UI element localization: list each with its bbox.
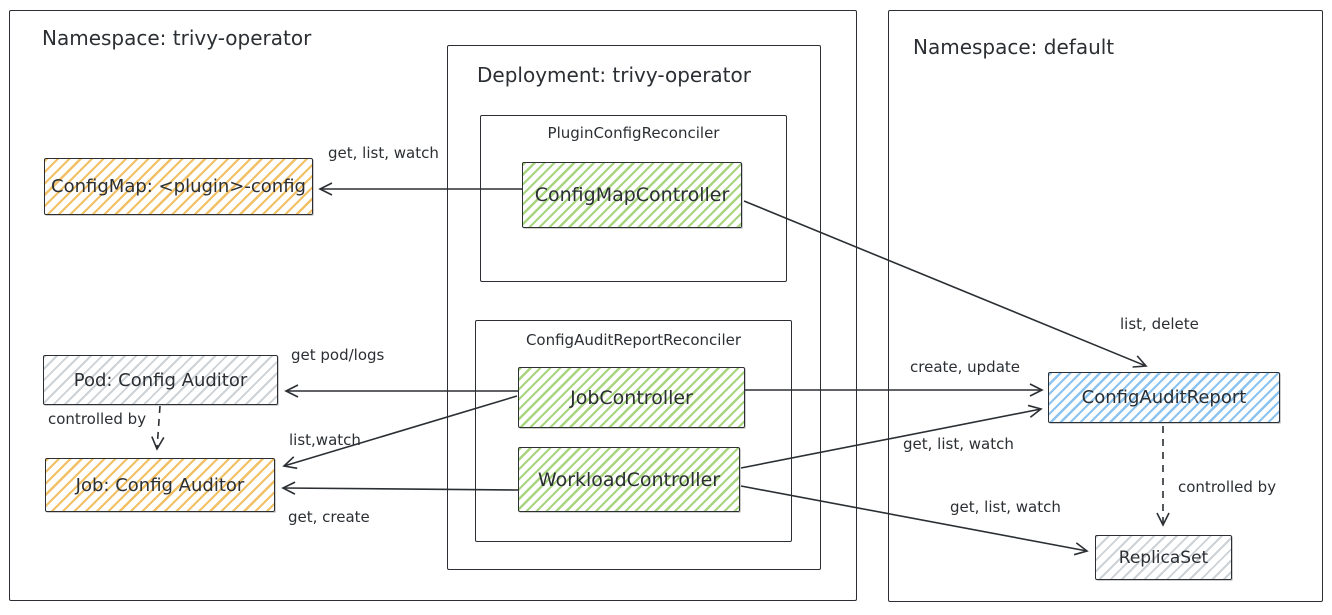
configmap-resource-box: ConfigMap: <plugin>-config — [44, 158, 313, 215]
workload-controller-box: WorkloadController — [518, 447, 740, 512]
edge-label-get-list-watch-rs: get, list, watch — [950, 498, 1061, 516]
configmap-controller-box: ConfigMapController — [522, 162, 742, 228]
edge-label-create-update: create, update — [910, 358, 1021, 376]
pod-resource-box: Pod: Config Auditor — [43, 355, 278, 405]
edge-label-get-list-watch-car: get, list, watch — [903, 435, 1014, 453]
edge-label-get-list-watch-configmap: get, list, watch — [328, 144, 439, 162]
edge-label-get-pod-logs: get pod/logs — [291, 346, 385, 364]
plugin-config-reconciler-frame — [480, 115, 787, 282]
edge-label-controlled-by-left: controlled by — [48, 410, 147, 428]
edge-label-list-watch: list,watch — [289, 431, 361, 449]
edge-label-list-delete: list, delete — [1120, 315, 1199, 333]
edge-label-get-create: get, create — [288, 508, 370, 526]
job-resource-box: Job: Config Auditor — [45, 458, 275, 512]
plugin-config-reconciler-title: PluginConfigReconciler — [547, 124, 720, 142]
edge-label-controlled-by-right: controlled by — [1178, 478, 1277, 496]
config-audit-report-reconciler-title: ConfigAuditReportReconciler — [525, 331, 742, 349]
namespace-default-title: Namespace: default — [913, 35, 1115, 59]
job-controller-box: JobController — [518, 367, 745, 428]
namespace-trivy-operator-title: Namespace: trivy-operator — [42, 26, 312, 50]
deployment-title: Deployment: trivy-operator — [477, 63, 751, 87]
replicaset-box: ReplicaSet — [1095, 535, 1232, 580]
config-audit-report-box: ConfigAuditReport — [1048, 372, 1280, 423]
